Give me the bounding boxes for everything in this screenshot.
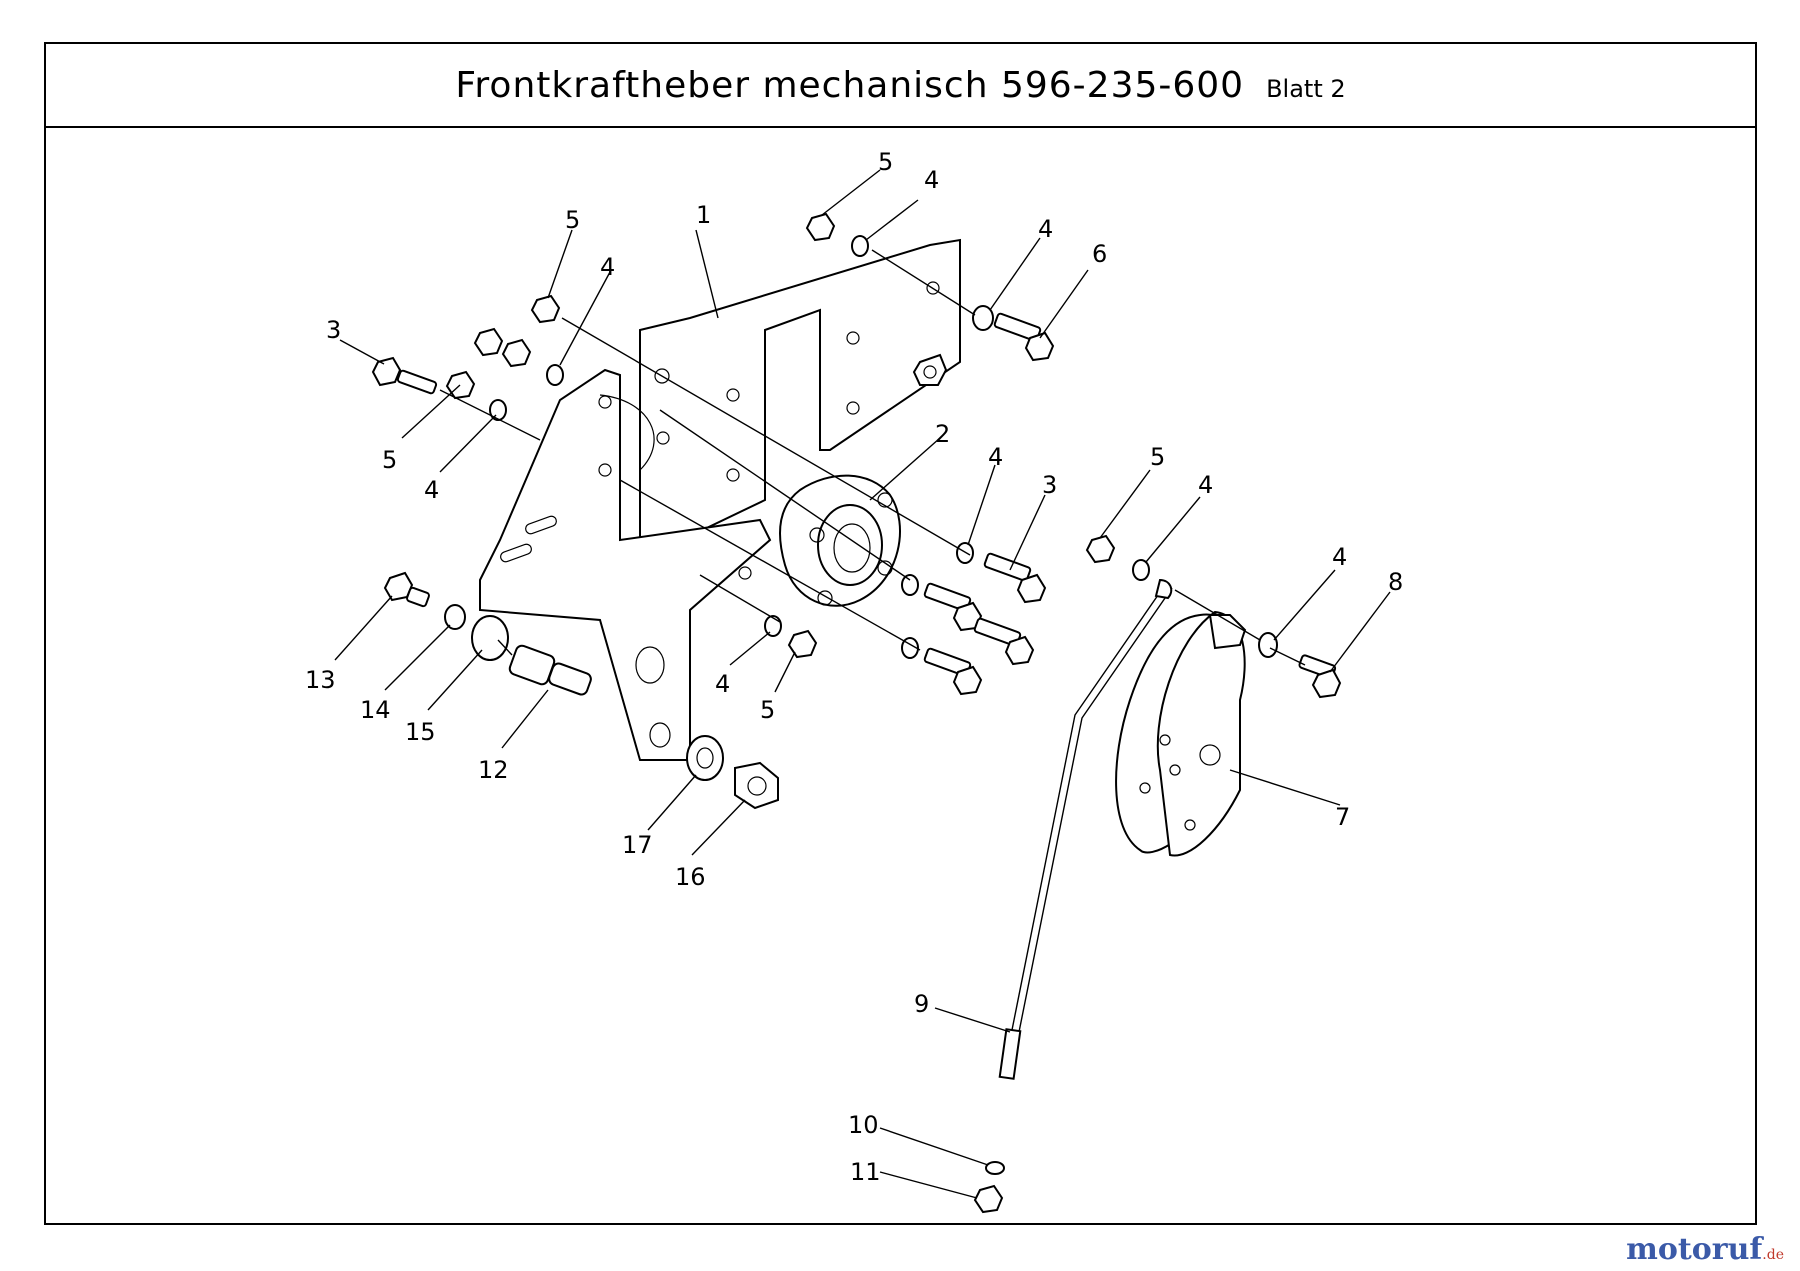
callout-5: 1 <box>696 201 711 229</box>
part-8-bolt <box>1298 654 1342 699</box>
callout-4: 4 <box>424 476 439 504</box>
part-17-washer <box>686 735 724 781</box>
part-3-bolt-right <box>983 552 1047 604</box>
callout-16: 16 <box>675 863 706 891</box>
diagram-title: Frontkraftheber mechanisch 596-235-600 <box>455 65 1245 106</box>
callout-9: 9 <box>914 990 929 1018</box>
part-9-lift-rod <box>998 578 1173 1080</box>
callout-4: 4 <box>924 166 939 194</box>
callout-5: 5 <box>1150 443 1165 471</box>
washers <box>444 235 1278 1175</box>
callout-12: 12 <box>478 756 509 784</box>
callout-4: 4 <box>988 443 1003 471</box>
callout-7: 7 <box>1335 803 1350 831</box>
callout-10: 10 <box>848 1111 879 1139</box>
callout-8: 8 <box>1388 568 1403 596</box>
callout-5: 5 <box>878 148 893 176</box>
callout-4: 4 <box>1038 215 1053 243</box>
drawing-frame: Frontkraftheber mechanisch 596-235-600 Bl… <box>44 42 1757 1225</box>
callout-4: 4 <box>1198 471 1213 499</box>
callout-3: 3 <box>1042 471 1057 499</box>
callout-5: 5 <box>760 696 775 724</box>
part-13-bolt <box>383 571 430 608</box>
bearing-bolts <box>923 582 1035 696</box>
watermark-tld: .de <box>1762 1247 1784 1263</box>
part-1-upper-plate <box>639 238 961 562</box>
sheet-number: Blatt 2 <box>1266 75 1346 103</box>
part-3-bolt-upper-left <box>371 356 438 395</box>
callout-6: 6 <box>1092 240 1107 268</box>
callout-2: 2 <box>935 420 950 448</box>
assembly-lines <box>439 249 1306 666</box>
watermark-logo: motoruf.de <box>1626 1232 1784 1267</box>
callout-17: 17 <box>622 831 653 859</box>
part-16-nut <box>734 761 779 810</box>
callout-3: 3 <box>326 316 341 344</box>
callout-5: 5 <box>565 206 580 234</box>
callout-5: 5 <box>382 446 397 474</box>
callout-13: 13 <box>305 666 336 694</box>
callout-11: 11 <box>850 1158 881 1186</box>
part-2-flange-bearing <box>779 474 901 607</box>
watermark-text: motoruf <box>1626 1232 1763 1267</box>
callout-4: 4 <box>1332 543 1347 571</box>
callout-14: 14 <box>360 696 391 724</box>
callout-4: 4 <box>715 670 730 698</box>
title-block: Frontkraftheber mechanisch 596-235-600 Bl… <box>46 44 1755 128</box>
callout-labels: 1 2 3 3 4 4 4 4 4 4 4 4 5 5 5 5 5 6 7 8 … <box>305 148 1403 1186</box>
callout-15: 15 <box>405 718 436 746</box>
part-6-bolt <box>993 312 1055 362</box>
callout-4: 4 <box>600 253 615 281</box>
leader-lines <box>334 169 1391 1199</box>
part-12-pin <box>508 644 592 696</box>
part-7-quadrant-plate <box>1115 610 1247 857</box>
part-left-bracket <box>479 368 772 761</box>
